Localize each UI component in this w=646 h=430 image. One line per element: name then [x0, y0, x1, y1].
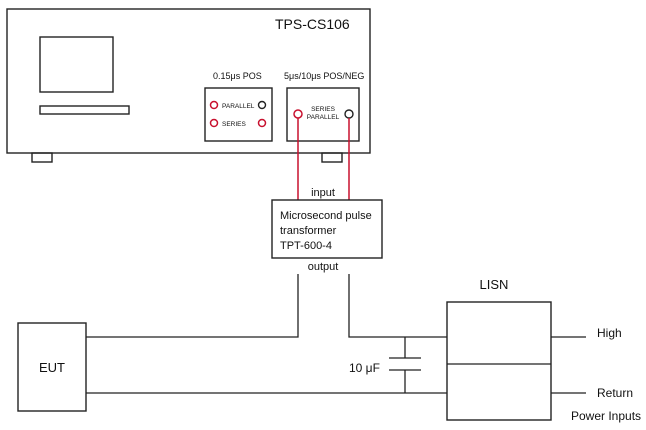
- eut-box: [17, 322, 87, 412]
- right-panel-line1: SERIES: [311, 106, 336, 113]
- transformer-line3: TPT-600-4: [280, 240, 332, 252]
- left-panel-heading: 0.15μs POS: [213, 71, 262, 81]
- left-panel-row1-label: PARALLEL: [222, 103, 255, 110]
- eut-label: EUT: [39, 360, 65, 375]
- generator: TPS-CS106 0.15μs POS PARALLEL SERIES 5μs…: [6, 8, 371, 163]
- transformer-line2: transformer: [280, 225, 337, 237]
- right-panel-heading: 5μs/10μs POS/NEG: [284, 71, 364, 81]
- output-wire-to-lisn: [348, 274, 447, 338]
- lisn-power-label: Power Inputs: [571, 409, 641, 423]
- series-terminal-red-icon[interactable]: [209, 118, 219, 128]
- transformer-input-label: input: [311, 187, 335, 199]
- lisn-return-label: Return: [597, 386, 633, 400]
- generator-display: [39, 36, 114, 93]
- pulse-transformer: input Microsecond pulse transformer TPT-…: [271, 187, 383, 273]
- lisn-box: [446, 301, 552, 421]
- generator-chassis: [6, 8, 371, 154]
- series-terminal-red2-icon[interactable]: [257, 118, 267, 128]
- transformer-box: [271, 199, 383, 259]
- parallel-terminal-black-icon[interactable]: [257, 100, 267, 110]
- lisn: LISN High Return Power Inputs: [446, 277, 641, 423]
- eut: EUT: [17, 322, 87, 412]
- capacitor-label: 10 μF: [349, 361, 380, 375]
- generator-foot-right: [321, 152, 343, 163]
- left-panel-row2-label: SERIES: [222, 121, 247, 128]
- transformer-output-label: output: [308, 261, 339, 273]
- right-panel: [286, 87, 360, 142]
- output-wire-to-eut: [86, 274, 299, 338]
- parallel-terminal-red-icon[interactable]: [209, 100, 219, 110]
- right-panel-line2: PARALLEL: [307, 114, 340, 121]
- left-panel: [204, 87, 273, 142]
- generator-title: TPS-CS106: [275, 16, 350, 32]
- generator-slot: [39, 105, 130, 115]
- pulse-out-red-terminal-icon[interactable]: [293, 109, 303, 119]
- lisn-title: LISN: [480, 277, 509, 292]
- lisn-high-label: High: [597, 326, 622, 340]
- generator-foot-left: [31, 152, 53, 163]
- capacitor: 10 μF: [349, 337, 421, 393]
- transformer-line1: Microsecond pulse: [280, 210, 372, 222]
- pulse-out-black-terminal-icon[interactable]: [344, 109, 354, 119]
